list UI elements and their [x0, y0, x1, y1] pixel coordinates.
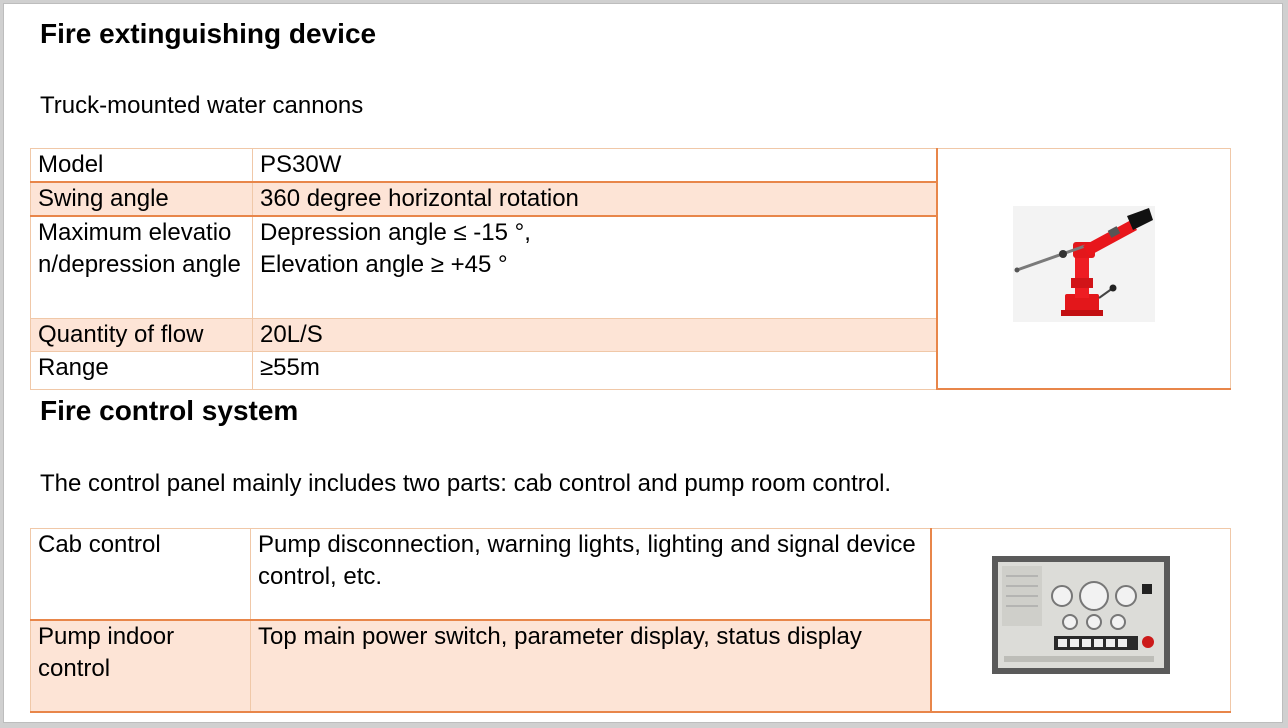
spec-label: Swing angle — [30, 181, 253, 217]
section-heading-control-system: Fire control system — [40, 395, 299, 426]
spec-value: ≥55m — [252, 350, 937, 390]
spec-label: Quantity of flow — [30, 317, 253, 352]
spec-label: Model — [30, 148, 253, 183]
spec-value: 360 degree horizontal rotation — [252, 181, 938, 217]
table-row: Swing angle 360 degree horizontal rotati… — [30, 181, 1231, 217]
control-system-table: Cab control Pump disconnection, warning … — [30, 528, 1231, 713]
control-panel-photo — [991, 556, 1170, 675]
spec-label: Maximum elevation/depression angle — [30, 215, 253, 319]
spec-value: 20L/S — [252, 317, 937, 352]
spec-value: Depression angle ≤ -15 °, Elevation angl… — [252, 215, 937, 319]
control-panel-image-cell — [929, 528, 1231, 713]
table-row: Cab control Pump disconnection, warning … — [30, 528, 1231, 713]
section-subtitle-water-cannons: Truck-mounted water cannons — [40, 92, 364, 119]
control-label: Cab control — [30, 528, 251, 620]
section-subtitle-control-panel: The control panel mainly includes two pa… — [40, 470, 892, 497]
section-heading-fire-device: Fire extinguishing device — [40, 18, 377, 49]
table-row: Model PS30W — [30, 148, 1231, 390]
slide: Fire extinguishing device Truck-mounted … — [3, 3, 1283, 723]
spec-value: PS30W — [252, 148, 937, 183]
water-cannon-image-cell — [935, 148, 1231, 390]
water-cannon-spec-table: Model PS30W — [30, 148, 1231, 390]
table-row: Pump indoor control Top main power switc… — [30, 618, 1231, 713]
control-value: Pump disconnection, warning lights, ligh… — [250, 528, 931, 620]
control-label: Pump indoor control — [30, 618, 251, 713]
water-cannon-photo — [1012, 206, 1155, 322]
control-value: Top main power switch, parameter display… — [250, 618, 932, 713]
table-row: Maximum elevation/depression angle Depre… — [30, 215, 1231, 319]
spec-label: Range — [30, 350, 253, 390]
table-row: Range ≥55m — [30, 350, 1231, 390]
